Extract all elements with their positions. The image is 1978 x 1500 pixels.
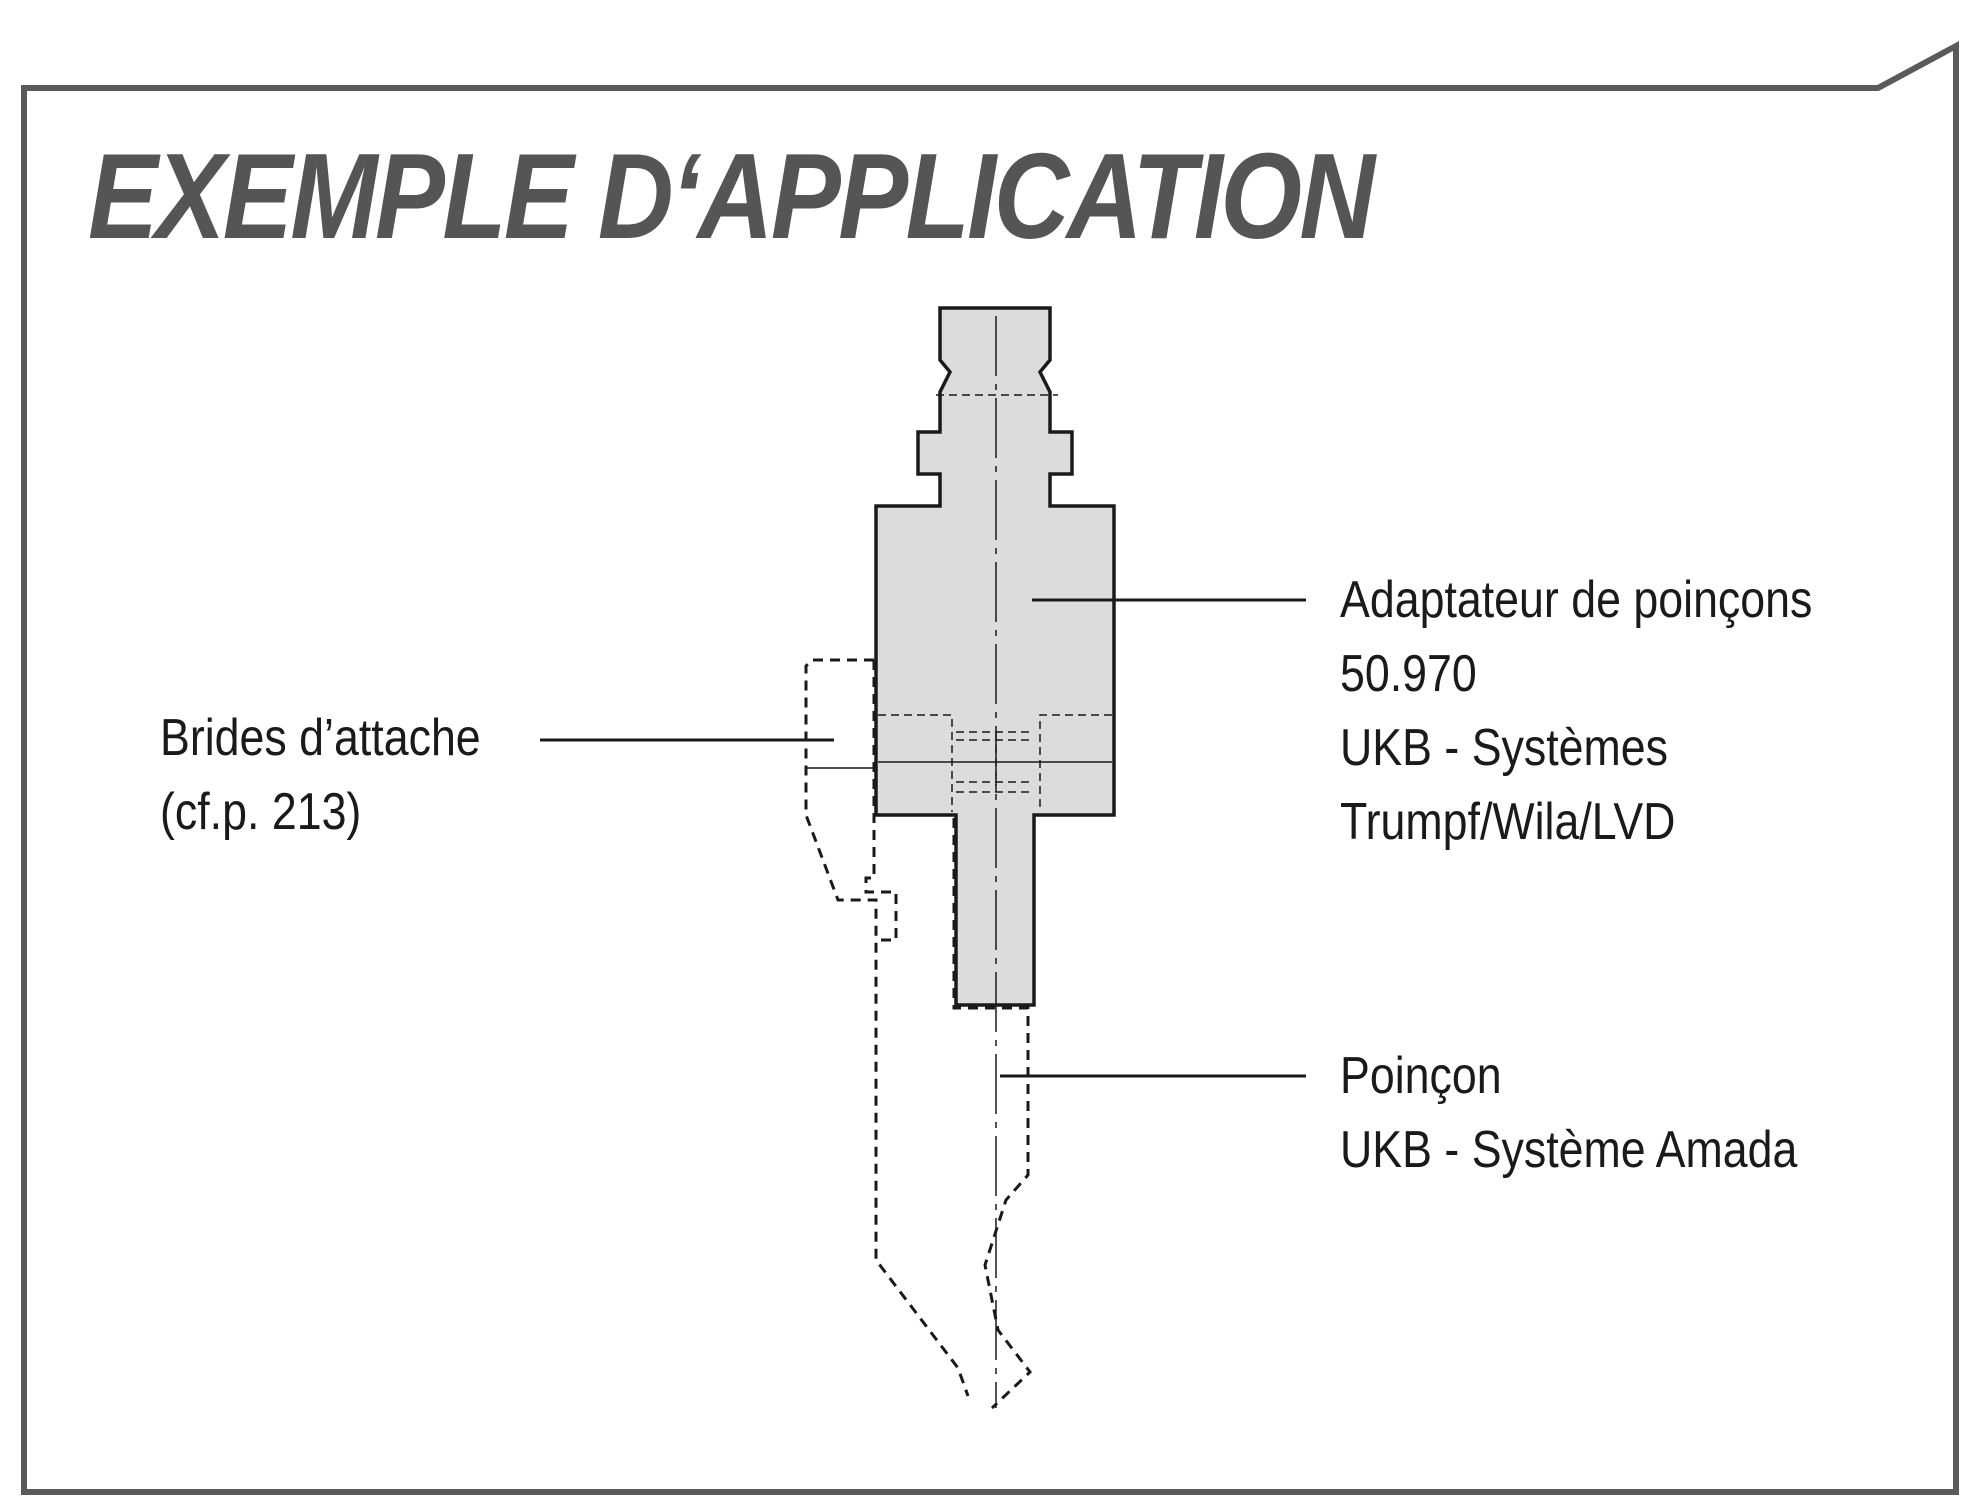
adapter-label-line4: Trumpf/Wila/LVD — [1340, 793, 1676, 851]
adapter-label-line2: 50.970 — [1340, 645, 1477, 703]
adapter-label-line3: UKB - Systèmes — [1340, 719, 1669, 777]
adapter-label-line1: Adaptateur de poinçons — [1340, 571, 1813, 629]
brides-label-line2: (cf.p. 213) — [160, 783, 362, 841]
page-title: EXEMPLE D‘APPLICATION — [88, 128, 1375, 264]
technical-drawing — [540, 306, 1306, 1410]
adapter-body — [874, 306, 1116, 1007]
punch-outline — [952, 818, 1033, 1410]
brides-label-line1: Brides d’attache — [160, 709, 481, 767]
clamp-hook — [864, 660, 898, 942]
punch-label-line2: UKB - Système Amada — [1340, 1121, 1798, 1179]
clamp-outline — [804, 658, 970, 1397]
punch-label-line1: Poinçon — [1340, 1047, 1502, 1105]
panel-border — [21, 40, 1959, 1495]
